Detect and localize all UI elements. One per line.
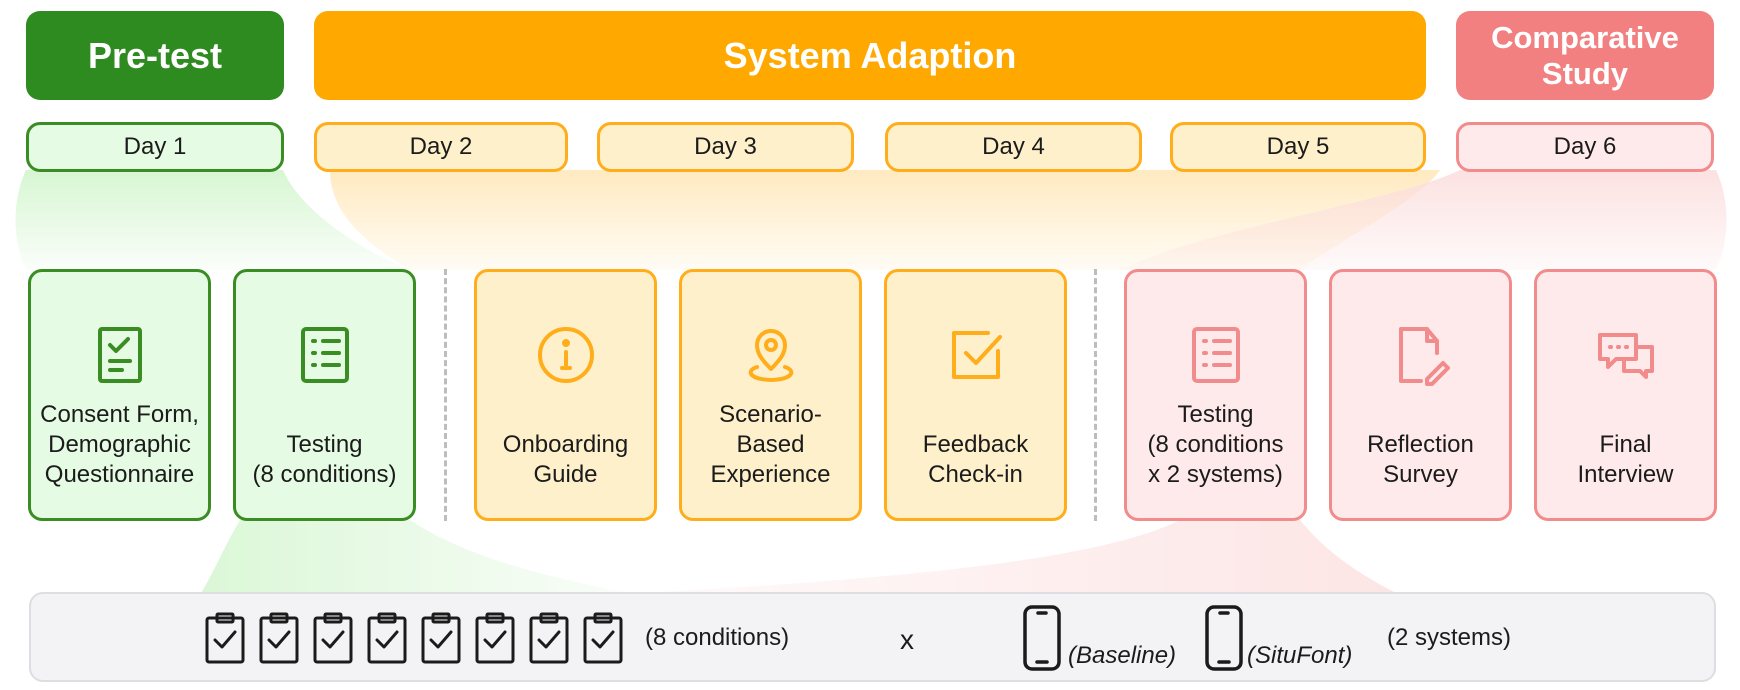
phase-adaption-title: System Adaption bbox=[723, 34, 1017, 76]
card-label: Consent Form, Demographic Questionnaire bbox=[40, 401, 199, 488]
card-consent-form: Consent Form, Demographic Questionnaire bbox=[28, 269, 211, 521]
info-icon bbox=[531, 320, 601, 390]
day-5: Day 5 bbox=[1170, 122, 1426, 172]
day-6: Day 6 bbox=[1456, 122, 1714, 172]
phase-pretest-title: Pre-test bbox=[87, 34, 223, 76]
location-pin-icon bbox=[736, 320, 806, 390]
conditions-bar bbox=[29, 592, 1716, 682]
day-4: Day 4 bbox=[885, 122, 1142, 172]
clipboard-icon bbox=[205, 612, 245, 664]
dashed-divider bbox=[444, 269, 447, 521]
chat-icon bbox=[1591, 320, 1661, 390]
day-3: Day 3 bbox=[597, 122, 854, 172]
card-scenario-based-experience: Scenario- Based Experience bbox=[679, 269, 862, 521]
phone-icon bbox=[1022, 604, 1062, 672]
systems-label: (2 systems) bbox=[1387, 624, 1512, 651]
card-label: Final Interview bbox=[1577, 431, 1674, 488]
baseline-label: (Baseline) bbox=[1068, 642, 1177, 669]
times-symbol: x bbox=[900, 624, 914, 655]
phase-comparative-title: Comparative Study bbox=[1491, 19, 1679, 91]
clipboard-icon bbox=[367, 612, 407, 664]
card-label: Feedback Check-in bbox=[922, 431, 1029, 488]
card-onboarding-guide: Onboarding Guide bbox=[474, 269, 657, 521]
list-icon bbox=[290, 320, 360, 390]
phase-comparative-study: Comparative Study bbox=[1456, 11, 1714, 100]
clipboard-check-icon bbox=[85, 320, 155, 390]
list-icon bbox=[1181, 320, 1251, 390]
clipboard-icon bbox=[259, 612, 299, 664]
document-edit-icon bbox=[1386, 320, 1456, 390]
card-testing-comparative: Testing (8 conditions x 2 systems) bbox=[1124, 269, 1307, 521]
dashed-divider bbox=[1094, 269, 1097, 521]
day-2: Day 2 bbox=[314, 122, 568, 172]
clipboard-icon bbox=[313, 612, 353, 664]
clipboard-icon bbox=[475, 612, 515, 664]
phase-pretest: Pre-test bbox=[26, 11, 284, 100]
card-reflection-survey: Reflection Survey bbox=[1329, 269, 1512, 521]
phase-system-adaption: System Adaption bbox=[314, 11, 1426, 100]
conditions-label: (8 conditions) bbox=[645, 624, 790, 651]
card-label: Onboarding Guide bbox=[502, 431, 629, 488]
phone-icon bbox=[1204, 604, 1244, 672]
card-label: Testing (8 conditions x 2 systems) bbox=[1147, 401, 1284, 488]
clipboard-icon bbox=[421, 612, 461, 664]
condition-clipboards bbox=[205, 612, 625, 664]
clipboard-icon bbox=[529, 612, 569, 664]
day-1: Day 1 bbox=[26, 122, 284, 172]
clipboard-icon bbox=[583, 612, 623, 664]
card-label: Reflection Survey bbox=[1367, 431, 1474, 488]
situfont-label: (SituFont) bbox=[1247, 642, 1353, 669]
card-label: Scenario- Based Experience bbox=[710, 401, 831, 488]
card-label: Testing (8 conditions) bbox=[252, 431, 397, 488]
checkbox-icon bbox=[941, 320, 1011, 390]
card-feedback-check-in: Feedback Check-in bbox=[884, 269, 1067, 521]
card-final-interview: Final Interview bbox=[1534, 269, 1717, 521]
card-testing-pretest: Testing (8 conditions) bbox=[233, 269, 416, 521]
